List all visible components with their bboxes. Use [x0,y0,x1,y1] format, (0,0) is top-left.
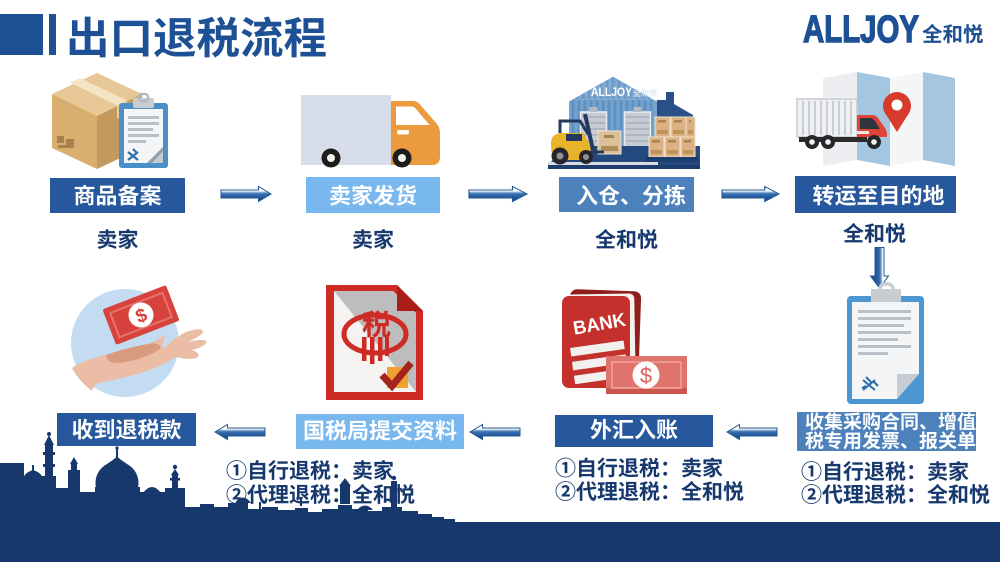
svg-text:ALLJOY: ALLJOY [803,9,919,51]
svg-text:$: $ [640,363,652,388]
svg-text:ALLJOY: ALLJOY [591,85,632,99]
